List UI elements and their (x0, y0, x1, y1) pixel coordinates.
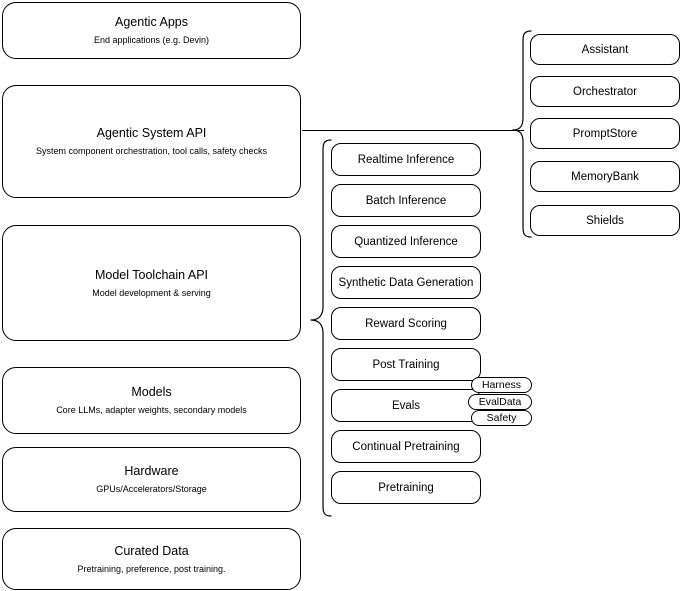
layer-box-curated-data[interactable]: Curated Data Pretraining, preference, po… (2, 528, 301, 590)
chip-memorybank[interactable]: MemoryBank (530, 161, 680, 192)
chip-label: Evals (391, 399, 421, 412)
chip-realtime-inference[interactable]: Realtime Inference (331, 143, 481, 176)
layer-box-hardware[interactable]: Hardware GPUs/Accelerators/Storage (2, 447, 301, 512)
chip-label: Shields (586, 214, 624, 227)
layer-box-agentic-system-api[interactable]: Agentic System API System component orch… (2, 85, 301, 198)
chip-label: MemoryBank (571, 170, 639, 183)
chip-label: Continual Pretraining (352, 440, 460, 453)
layer-title: Hardware (124, 464, 179, 478)
badge-harness[interactable]: Harness (471, 377, 532, 393)
chip-shields[interactable]: Shields (530, 205, 680, 236)
layer-box-agentic-apps[interactable]: Agentic Apps End applications (e.g. Devi… (2, 2, 301, 59)
chip-label: Synthetic Data Generation (338, 276, 474, 289)
chip-orchestrator[interactable]: Orchestrator (530, 76, 680, 107)
layer-subtitle: End applications (e.g. Devin) (93, 35, 210, 45)
chip-synthetic-data-generation[interactable]: Synthetic Data Generation (331, 266, 481, 299)
layer-box-models[interactable]: Models Core LLMs, adapter weights, secon… (2, 367, 301, 434)
badge-label: Harness (481, 379, 522, 391)
chip-reward-scoring[interactable]: Reward Scoring (331, 307, 481, 340)
brace-agentic-system (512, 30, 532, 238)
badge-label: EvalData (478, 396, 522, 408)
chip-assistant[interactable]: Assistant (530, 34, 680, 65)
chip-quantized-inference[interactable]: Quantized Inference (331, 225, 481, 258)
layer-title: Models (131, 385, 172, 399)
layer-subtitle: System component orchestration, tool cal… (35, 146, 268, 156)
chip-pretraining[interactable]: Pretraining (331, 471, 481, 504)
chip-label: Realtime Inference (357, 153, 455, 166)
chip-evals[interactable]: Evals (331, 389, 481, 422)
chip-label: PromptStore (572, 127, 638, 140)
layer-title: Curated Data (114, 543, 189, 558)
badge-label: Safety (486, 412, 517, 424)
chip-post-training[interactable]: Post Training (331, 348, 481, 381)
layer-title: Model Toolchain API (94, 267, 209, 282)
connector-line-agentic-system (302, 130, 524, 131)
chip-label: Reward Scoring (365, 317, 447, 330)
badge-safety[interactable]: Safety (471, 410, 532, 426)
layer-title: Agentic System API (96, 126, 207, 140)
chip-promptstore[interactable]: PromptStore (530, 118, 680, 149)
chip-label: Orchestrator (573, 85, 637, 98)
badge-evaldata[interactable]: EvalData (468, 394, 532, 410)
chip-label: Batch Inference (365, 194, 447, 207)
chip-label: Quantized Inference (354, 235, 458, 248)
chip-label: Assistant (581, 43, 629, 56)
layer-box-model-toolchain-api[interactable]: Model Toolchain API Model development & … (2, 225, 301, 341)
chip-label: Pretraining (378, 481, 434, 494)
layer-subtitle: Pretraining, preference, post training. (77, 563, 226, 574)
chip-continual-pretraining[interactable]: Continual Pretraining (331, 430, 481, 463)
chip-batch-inference[interactable]: Batch Inference (331, 184, 481, 217)
layer-title: Agentic Apps (115, 15, 188, 29)
layer-subtitle: GPUs/Accelerators/Storage (96, 484, 207, 494)
layer-subtitle: Model development & serving (92, 287, 211, 298)
brace-model-toolchain (310, 139, 332, 517)
layer-subtitle: Core LLMs, adapter weights, secondary mo… (56, 405, 247, 415)
chip-label: Post Training (372, 358, 440, 371)
